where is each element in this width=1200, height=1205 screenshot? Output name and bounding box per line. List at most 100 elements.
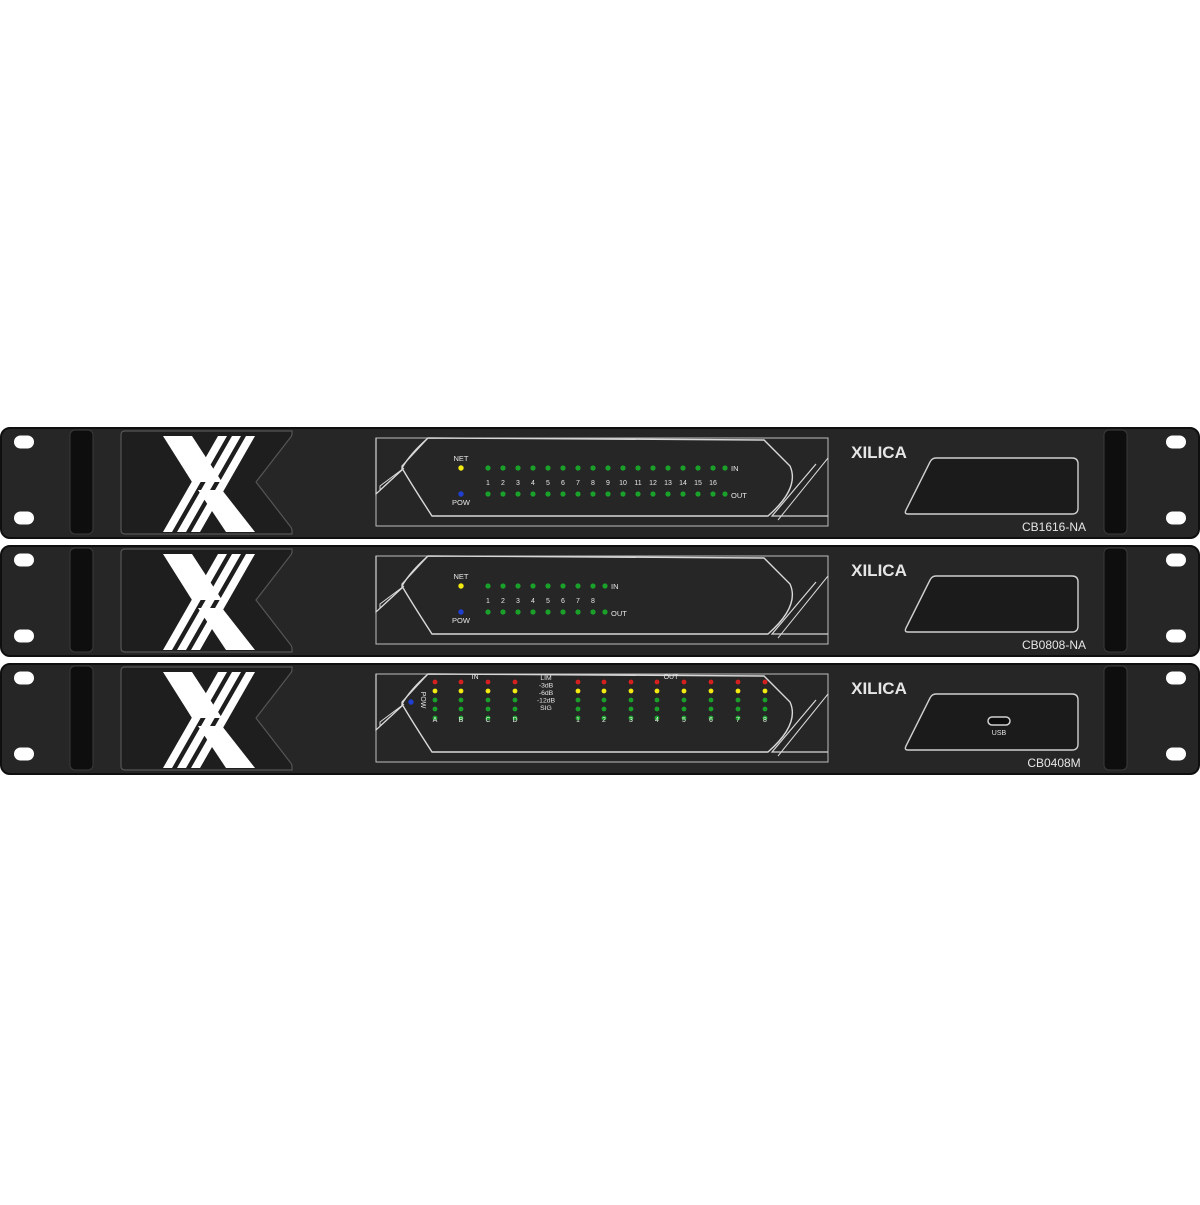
meter-led-out-7: [735, 715, 741, 721]
model-label: CB0808-NA: [1022, 638, 1086, 652]
meter-led-out-2: [601, 715, 607, 721]
meter-led-in-B: [458, 688, 464, 694]
x-logo-icon: [163, 436, 255, 532]
rack-mount-hole: [1166, 671, 1186, 685]
meter-led-in-D: [512, 688, 518, 694]
in-led-16: [710, 465, 716, 471]
in-led-4: [530, 465, 536, 471]
meter-led-out-2: [601, 697, 607, 703]
out-led-5: [545, 609, 551, 615]
in-led-extra: [722, 465, 728, 471]
out-led-extra: [602, 609, 608, 615]
out-led-2: [500, 491, 506, 497]
channel-number: 8: [591, 598, 595, 605]
level-label: LIM: [540, 675, 552, 682]
meter-led-out-1: [575, 706, 581, 712]
meter-led-out-2: [601, 706, 607, 712]
display-bezel: [375, 437, 829, 527]
meter-led-in-A: [432, 688, 438, 694]
meter-led-out-8: [762, 706, 768, 712]
meter-led-out-6: [708, 679, 714, 685]
out-led-3: [515, 491, 521, 497]
in-led-11: [635, 465, 641, 471]
level-label: -6dB: [539, 690, 554, 697]
meter-led-in-D: [512, 715, 518, 721]
rack-mount-hole: [14, 747, 34, 761]
channel-number: 6: [561, 598, 565, 605]
output-label: 7: [736, 717, 740, 724]
meter-led-out-7: [735, 688, 741, 694]
out-led-14: [680, 491, 686, 497]
in-led-3: [515, 583, 521, 589]
pow-label: POW: [419, 692, 426, 709]
out-led-6: [560, 609, 566, 615]
rack-handle[interactable]: [69, 547, 94, 653]
in-led-8: [590, 465, 596, 471]
channel-number: 8: [591, 480, 595, 487]
meter-led-in-B: [458, 697, 464, 703]
in-led-3: [515, 465, 521, 471]
channel-number: 7: [576, 598, 580, 605]
in-led-7: [575, 465, 581, 471]
in-led-13: [665, 465, 671, 471]
meter-led-out-4: [654, 715, 660, 721]
output-label: 4: [655, 717, 659, 724]
meter-led-out-5: [681, 688, 687, 694]
rack-handle[interactable]: [1103, 429, 1128, 535]
display-window: [401, 555, 794, 635]
in-label: IN: [731, 464, 739, 473]
channel-number: 15: [694, 480, 702, 487]
meter-led-out-1: [575, 679, 581, 685]
out-led-7: [575, 491, 581, 497]
rack-handle[interactable]: [69, 665, 94, 771]
out-led-5: [545, 491, 551, 497]
model-label: CB1616-NA: [1022, 520, 1086, 534]
rack-handle[interactable]: [69, 429, 94, 535]
display-window: [401, 437, 794, 517]
display-window: [401, 673, 794, 753]
out-led-4: [530, 491, 536, 497]
out-led-8: [590, 609, 596, 615]
channel-number: 5: [546, 598, 550, 605]
in-led-7: [575, 583, 581, 589]
channel-number: 14: [679, 480, 687, 487]
in-led-1: [485, 583, 491, 589]
brand-logo-text: XILICA: [851, 561, 907, 580]
in-led-2: [500, 465, 506, 471]
in-led-2: [500, 583, 506, 589]
meter-led-in-A: [432, 697, 438, 703]
meter-led-out-1: [575, 697, 581, 703]
front-access-panel: [904, 457, 1079, 515]
level-label: SIG: [540, 705, 552, 712]
meter-led-in-C: [485, 679, 491, 685]
out-led-13: [665, 491, 671, 497]
in-led-12: [650, 465, 656, 471]
in-led-1: [485, 465, 491, 471]
rack-mount-hole: [1166, 629, 1186, 643]
x-logo-icon: [163, 672, 255, 768]
rack-mount-hole: [1166, 747, 1186, 761]
meter-led-in-D: [512, 706, 518, 712]
in-led-6: [560, 465, 566, 471]
input-label: D: [512, 717, 517, 724]
net-led: [458, 465, 464, 471]
meter-led-out-5: [681, 715, 687, 721]
meter-led-out-6: [708, 715, 714, 721]
in-label: IN: [472, 674, 479, 681]
pow-label: POW: [452, 616, 471, 625]
rack-handle[interactable]: [1103, 547, 1128, 653]
meter-led-in-B: [458, 706, 464, 712]
meter-led-out-2: [601, 688, 607, 694]
rack-handle[interactable]: [1103, 665, 1128, 771]
usb-c-port-icon[interactable]: [987, 716, 1011, 726]
in-led-5: [545, 583, 551, 589]
meter-led-in-B: [458, 715, 464, 721]
level-label: -12dB: [537, 698, 556, 705]
meter-led-out-5: [681, 679, 687, 685]
meter-led-out-7: [735, 679, 741, 685]
net-led: [458, 583, 464, 589]
in-led-14: [680, 465, 686, 471]
